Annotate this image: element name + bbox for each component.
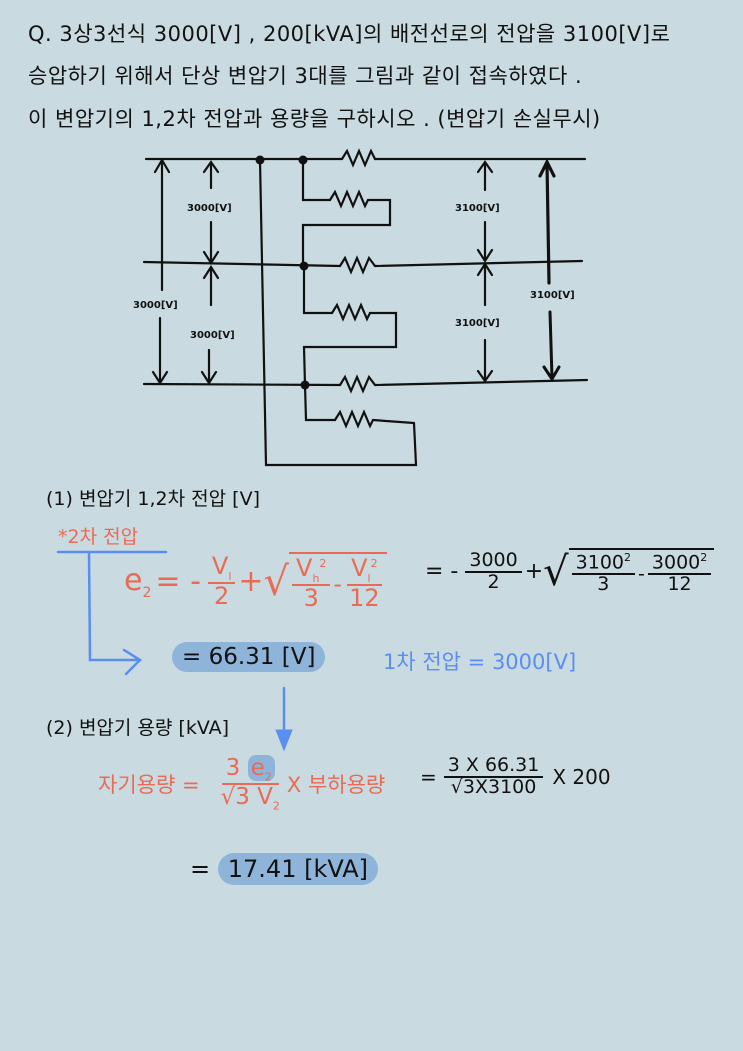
formula-lhs: e2 bbox=[124, 562, 152, 601]
sqrt-expression: √ Vh2 3 - Vl2 12 bbox=[264, 552, 387, 612]
dim-arrow-right-outer bbox=[545, 161, 551, 285]
wire bbox=[302, 264, 334, 315]
result-arrow bbox=[275, 686, 293, 752]
return-wire bbox=[258, 158, 418, 467]
coil-shunt-3 bbox=[333, 409, 375, 429]
secondary-voltage-result: = 66.31 [V] bbox=[172, 642, 326, 672]
wire bbox=[301, 158, 332, 202]
label-left-lower-voltage: 3000[V] bbox=[190, 330, 235, 341]
e2-formula: e2 = - Vl 2 + √ Vh2 3 - Vl2 12 bbox=[124, 552, 387, 612]
wire bbox=[371, 418, 416, 425]
question-line-2: 승압하기 위해서 단상 변압기 3대를 그림과 같이 접속하였다 . bbox=[28, 64, 583, 88]
label-left-outer-voltage: 3000[V] bbox=[133, 300, 178, 311]
circuit-diagram bbox=[142, 148, 589, 467]
label-right-lower-voltage: 3100[V] bbox=[455, 318, 500, 329]
note-arrow-line bbox=[87, 551, 142, 662]
note-arrow-head bbox=[122, 648, 142, 676]
wire bbox=[301, 198, 392, 268]
label-left-upper-voltage: 3000[V] bbox=[187, 203, 232, 214]
part2-heading: (2) 변압기 용량 [kVA] bbox=[46, 717, 230, 739]
e2-substitution: = - 3000 2 + √ 31002 3 - 30002 12 bbox=[425, 548, 715, 595]
self-capacity-result: = 17.41 [kVA] bbox=[190, 853, 379, 885]
self-capacity-formula: 자기용량 = 3 e2 √3 V2 X 부하용량 bbox=[98, 755, 386, 813]
coil-series-3 bbox=[338, 374, 377, 394]
blue-pointer-lines bbox=[56, 550, 168, 676]
coil-shunt-2 bbox=[330, 302, 372, 322]
label-right-outer-voltage: 3100[V] bbox=[530, 290, 575, 301]
coil-shunt-1 bbox=[328, 189, 370, 209]
part1-heading: (1) 변압기 1,2차 전압 [V] bbox=[46, 488, 260, 510]
question-line-3: 이 변압기의 1,2차 전압과 용량을 구하시오 . (변압기 손실무시) bbox=[28, 107, 601, 131]
secondary-voltage-note: *2차 전압 bbox=[58, 526, 139, 548]
self-capacity-substitution: = 3 X 66.31 √3X3100 X 200 bbox=[420, 754, 611, 798]
primary-voltage-note: 1차 전압 = 3000[V] bbox=[383, 650, 577, 674]
coil-series-2 bbox=[338, 255, 377, 275]
fraction-vl-over-2: Vl 2 bbox=[207, 553, 236, 610]
question-line-1: Q. 3상3선식 3000[V] , 200[kVA]의 배전선로의 전압을 3… bbox=[28, 22, 671, 46]
coil-series-1 bbox=[340, 148, 377, 168]
wire bbox=[302, 311, 398, 387]
label-right-upper-voltage: 3100[V] bbox=[455, 203, 500, 214]
wire bbox=[303, 383, 337, 422]
